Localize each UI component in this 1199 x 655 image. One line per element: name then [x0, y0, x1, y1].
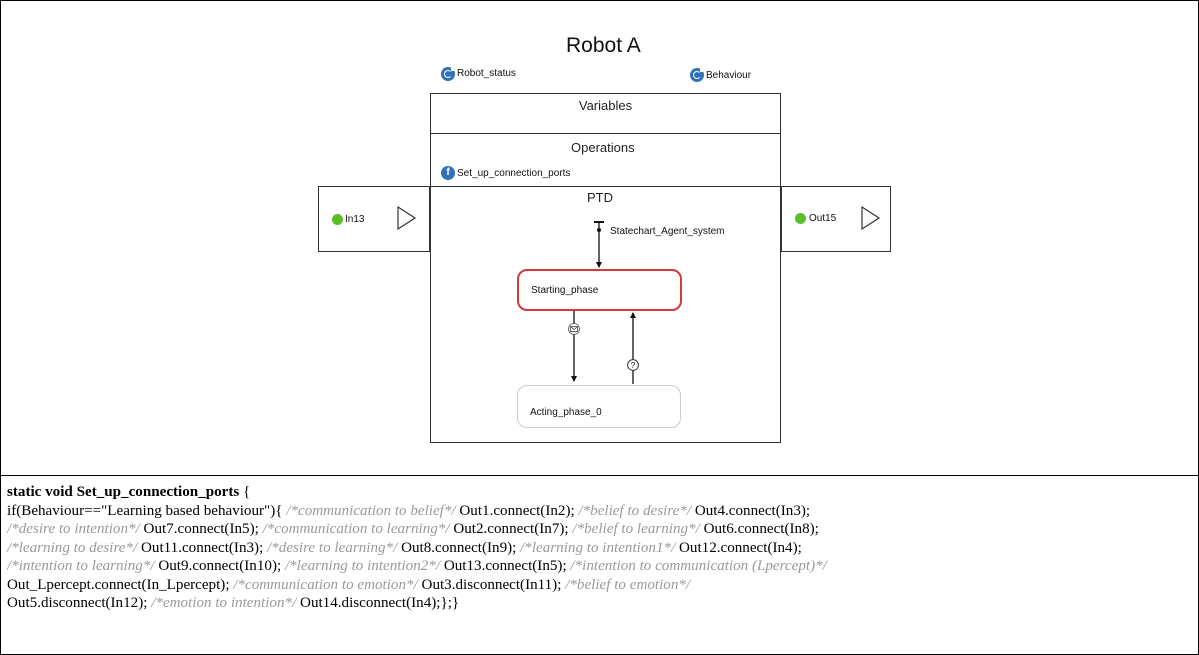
port-status-dot	[795, 213, 806, 224]
section-separator	[430, 133, 781, 134]
variables-section-label: Variables	[578, 98, 633, 113]
code-statement: Out12.connect(In4);	[675, 539, 802, 556]
code-comment: /*communication to learning*/	[262, 521, 450, 537]
code-comment: /*intention to communication (Lpercept)*…	[570, 558, 827, 574]
code-comment: /*belief to desire*/	[578, 502, 692, 519]
code-listing: static void Set_up_connection_ports { if…	[7, 483, 1193, 613]
code-statement: Out_Lpercept.connect(In_Lpercept);	[7, 576, 234, 593]
code-comment: /*belief to learning*/	[572, 521, 700, 537]
code-statement: Out8.connect(In9);	[397, 539, 521, 556]
code-comment: /*learning to intention2*/	[284, 558, 441, 574]
code-comment: /*desire to intention*/	[7, 521, 140, 537]
play-arrow-icon	[861, 206, 881, 230]
play-arrow-icon	[397, 206, 417, 230]
code-comment: /*learning to intention1*/	[520, 539, 676, 556]
statechart-entry-label: Statechart_Agent_system	[610, 226, 725, 237]
state-acting-phase[interactable]: Acting_phase_0	[517, 385, 681, 428]
agent-diagram: Robot A Robot_status Behaviour Variables…	[318, 34, 891, 443]
ptd-section-label: PTD	[587, 190, 613, 205]
code-comment: /*emotion to intention*/	[151, 595, 297, 611]
code-statement: Out3.disconnect(In11);	[417, 576, 566, 593]
code-statement: Out4.connect(In3);	[691, 502, 811, 519]
svg-text:?: ?	[631, 361, 636, 370]
statechart-connectors	[571, 221, 636, 384]
state-starting-phase[interactable]: Starting_phase	[517, 269, 682, 311]
agent-box	[430, 93, 781, 443]
code-comment: /*intention to learning*/	[7, 558, 155, 574]
state-label: Acting_phase_0	[530, 407, 602, 418]
code-statement: Out9.connect(In10);	[154, 558, 285, 574]
section-separator	[430, 186, 781, 187]
code-statement: Out5.disconnect(In12);	[7, 595, 152, 611]
out-port-box[interactable]: Out15	[781, 186, 891, 252]
code-comment: /*learning to desire*/	[7, 539, 138, 556]
code-comment: /*belief to emotion*/	[565, 576, 691, 593]
condition-question-icon: ?	[627, 359, 639, 371]
variable-robot-status[interactable]: Robot_status	[457, 68, 516, 79]
operations-section-label: Operations	[571, 140, 635, 155]
in-port-label: In13	[345, 214, 365, 225]
function-icon: f	[441, 166, 455, 180]
message-envelope-icon	[568, 323, 580, 335]
code-statement: Out6.connect(In8);	[699, 521, 819, 537]
code-statement: Out13.connect(In5);	[440, 558, 571, 574]
state-label: Starting_phase	[531, 285, 599, 296]
variable-icon	[441, 67, 455, 81]
code-if-open: if(Behaviour=="Learning based behaviour"…	[7, 502, 287, 519]
code-statement: Out2.connect(In7);	[449, 521, 573, 537]
function-set-up-connection-ports[interactable]: Set_up_connection_ports	[457, 168, 571, 179]
code-comment: /*communication to belief*/	[286, 502, 456, 519]
code-statement: Out1.connect(In2);	[455, 502, 579, 519]
out-port-label: Out15	[809, 213, 837, 224]
in-port-box[interactable]: In13	[318, 186, 430, 252]
variable-behaviour[interactable]: Behaviour	[706, 70, 752, 81]
code-statement: Out14.disconnect(In4);	[296, 595, 441, 611]
port-status-dot	[332, 214, 343, 225]
code-comment: /*desire to learning*/	[267, 539, 398, 556]
code-comment: /*communication to emotion*/	[233, 576, 418, 593]
agent-title: Robot A	[566, 34, 641, 57]
code-statement: Out7.connect(In5);	[139, 521, 263, 537]
code-signature: static void Set_up_connection_ports	[7, 484, 240, 500]
code-open-brace: {	[239, 484, 251, 500]
code-closing: };}	[440, 595, 460, 611]
frame-divider	[0, 475, 1199, 476]
code-statement: Out11.connect(In3);	[137, 539, 268, 556]
variable-icon	[690, 68, 704, 82]
